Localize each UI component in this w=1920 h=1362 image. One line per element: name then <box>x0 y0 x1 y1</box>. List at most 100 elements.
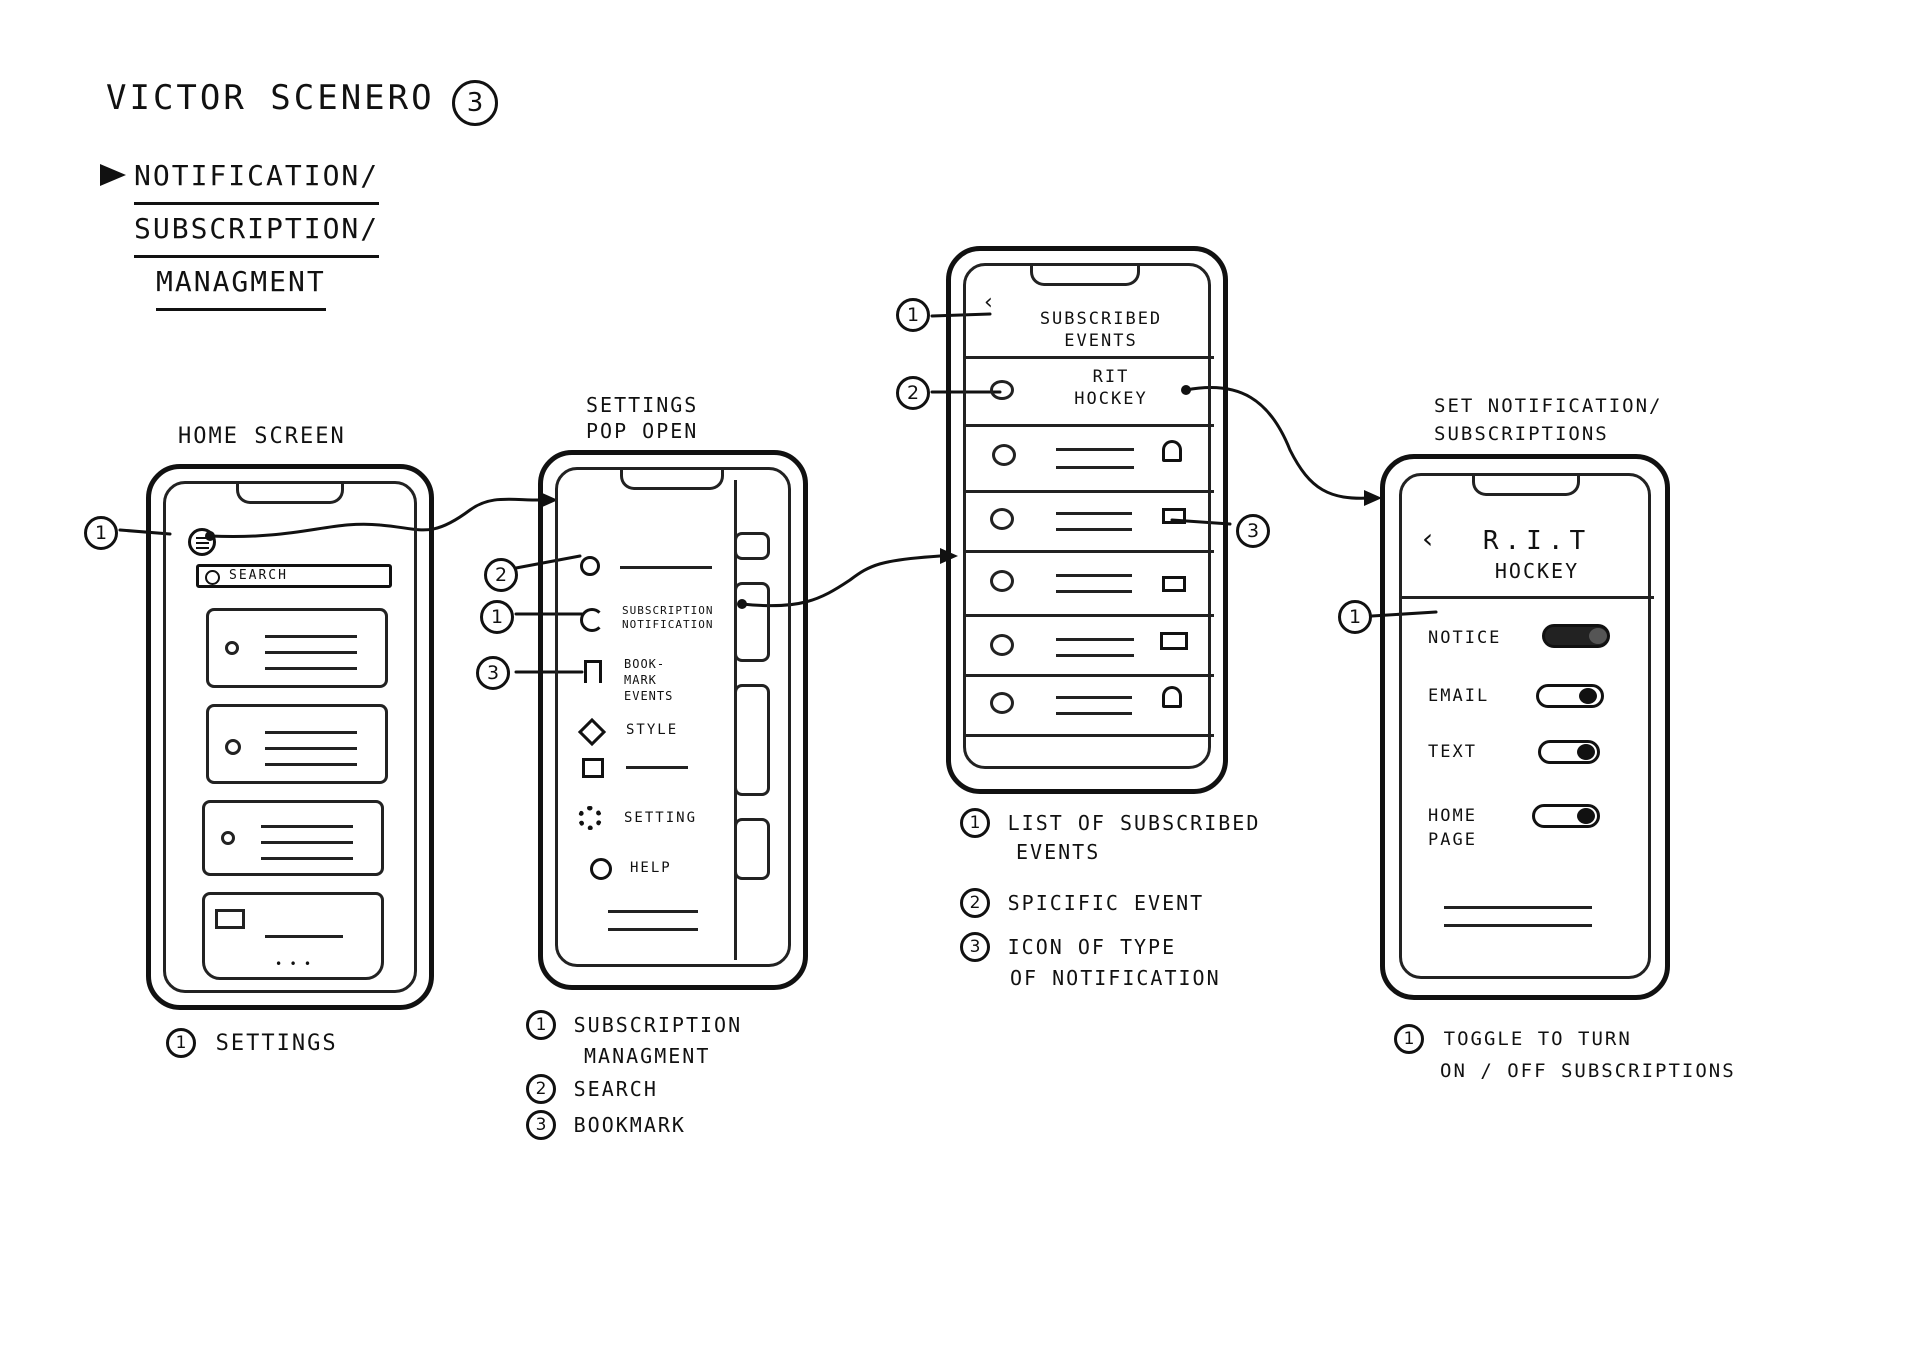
subtitle-block: NOTIFICATION/ SUBSCRIPTION/ MANAGMENT <box>134 152 424 311</box>
bell-icon <box>1162 686 1182 708</box>
notif-callout-1: 1 <box>1338 600 1372 634</box>
home-callout-1: 1 <box>84 516 118 550</box>
style-label: STYLE <box>626 722 679 738</box>
notif-phone-frame: ‹ R.I.T HOCKEY NOTICE EMAIL TEXT HOME PA… <box>1380 454 1670 1000</box>
subtitle-line-3: MANAGMENT <box>156 258 326 311</box>
notif-back-icon[interactable]: ‹ <box>1422 522 1434 555</box>
gear-icon <box>578 806 602 830</box>
home-page-toggle[interactable] <box>1532 804 1600 828</box>
settings-notch <box>620 470 724 490</box>
help-icon <box>590 858 612 880</box>
subscribed-item-3[interactable] <box>966 492 1214 548</box>
search-icon <box>205 570 220 585</box>
notif-notes: 1 TOGGLE TO TURN ON / OFF SUBSCRIPTIONS <box>1394 1024 1736 1082</box>
home-screen: SEARCH • • • <box>163 481 417 993</box>
subscribed-callout-1: 1 <box>896 298 930 332</box>
subtitle-arrow-icon <box>100 164 126 186</box>
subscribed-item-2[interactable] <box>966 426 1214 488</box>
home-card-3[interactable] <box>202 800 384 876</box>
settings-notes: 1 SUBSCRIPTION MANAGMENT 2 SEARCH 3 BOOK… <box>526 1010 742 1140</box>
home-phone-frame: SEARCH • • • <box>146 464 434 1010</box>
title-text: VICTOR SCENERO <box>106 78 435 118</box>
subscribed-item-5[interactable] <box>966 616 1214 672</box>
home-page-label: HOME PAGE <box>1428 806 1477 850</box>
sketch-title: VICTOR SCENERO <box>106 78 435 118</box>
mail-icon <box>1160 632 1188 650</box>
home-note-1-text: SETTINGS <box>215 1030 338 1056</box>
text-label: TEXT <box>1428 742 1477 762</box>
notif-label: SET NOTIFICATION/ SUBSCRIPTIONS <box>1434 395 1663 445</box>
settings-subscription-row[interactable]: SUBSCRIPTION NOTIFICATION <box>572 602 732 642</box>
connector-settings-to-subscribed <box>740 554 942 608</box>
subscribed-item-rit-hockey[interactable]: RIT HOCKEY <box>966 358 1214 422</box>
subtitle-line-2: SUBSCRIPTION/ <box>134 205 380 258</box>
email-toggle[interactable] <box>1536 684 1604 708</box>
home-note-1-num: 1 <box>166 1028 196 1058</box>
home-page-toggle-row[interactable]: HOME PAGE <box>1418 800 1638 858</box>
subscription-icon <box>580 608 604 632</box>
help-label: HELP <box>630 860 672 876</box>
settings-footer-line-2 <box>608 928 698 931</box>
settings-phone-frame: SUBSCRIPTION NOTIFICATION BOOK- MARK EVE… <box>538 450 808 990</box>
home-notch <box>236 484 344 504</box>
text-mail-icon <box>1162 576 1186 592</box>
settings-bg-card-1 <box>734 532 770 560</box>
bookmark-icon <box>584 660 602 683</box>
subscribed-callout-2: 2 <box>896 376 930 410</box>
bell-icon <box>1162 440 1182 462</box>
email-toggle-row[interactable]: EMAIL <box>1418 680 1638 714</box>
subscribed-notch <box>1030 266 1140 286</box>
subscribed-screen: ‹ SUBSCRIBED EVENTS RIT HOCKEY <box>963 263 1214 769</box>
home-card-1[interactable] <box>206 608 388 688</box>
settings-blank-row[interactable] <box>572 756 732 780</box>
square-icon <box>582 758 604 778</box>
settings-setting-row[interactable]: SETTING <box>572 802 732 838</box>
subscribed-back-icon[interactable]: ‹ <box>984 290 993 315</box>
settings-screen: SUBSCRIPTION NOTIFICATION BOOK- MARK EVE… <box>555 467 791 967</box>
home-card-2[interactable] <box>206 704 388 784</box>
settings-search-row[interactable] <box>572 552 732 580</box>
settings-callout-1: 1 <box>480 600 514 634</box>
home-menu-icon[interactable] <box>188 528 216 556</box>
home-search-bar[interactable]: SEARCH <box>196 564 392 588</box>
subscribed-item-6[interactable] <box>966 676 1214 732</box>
notif-title: R.I.T HOCKEY <box>1482 526 1592 583</box>
settings-style-row[interactable]: STYLE <box>572 717 732 747</box>
subscribed-notes: 1 LIST OF SUBSCRIBED EVENTS 2 SPICIFIC E… <box>960 808 1260 990</box>
settings-bg-card-4 <box>734 818 770 880</box>
email-label: EMAIL <box>1428 686 1490 706</box>
notice-toggle[interactable] <box>1542 624 1610 648</box>
settings-search-icon <box>580 556 600 576</box>
connector-home-to-settings <box>208 497 542 539</box>
subscription-label-2: NOTIFICATION <box>622 618 714 631</box>
settings-bookmark-row[interactable]: BOOK- MARK EVENTS <box>572 656 732 712</box>
settings-callout-2: 2 <box>484 558 518 592</box>
settings-label: SETTINGS POP OPEN <box>586 393 699 443</box>
subtitle-line-1: NOTIFICATION/ <box>134 152 380 205</box>
settings-bg-card-3 <box>734 684 770 796</box>
notice-label: NOTICE <box>1428 628 1502 648</box>
subscribed-header-divider <box>966 356 1214 359</box>
settings-callout-3: 3 <box>476 656 510 690</box>
setting-label: SETTING <box>624 810 698 826</box>
notif-notch <box>1472 476 1580 496</box>
subscribed-callout-3: 3 <box>1236 514 1270 548</box>
settings-footer-line-1 <box>608 910 698 913</box>
notice-toggle-row[interactable]: NOTICE <box>1418 622 1638 656</box>
text-toggle[interactable] <box>1538 740 1600 764</box>
mail-icon <box>1162 508 1186 524</box>
layers-icon <box>577 717 607 747</box>
home-search-text: SEARCH <box>229 568 288 583</box>
settings-bg-card-2 <box>734 582 770 662</box>
notif-footer-line-2 <box>1444 924 1592 927</box>
subscribed-item-4[interactable] <box>966 552 1214 612</box>
settings-help-row[interactable]: HELP <box>572 854 732 882</box>
home-card-4[interactable]: • • • <box>202 892 384 980</box>
notif-footer-line-1 <box>1444 906 1592 909</box>
subscription-label-1: SUBSCRIPTION <box>622 604 714 617</box>
subscribed-phone-frame: ‹ SUBSCRIBED EVENTS RIT HOCKEY <box>946 246 1228 794</box>
text-toggle-row[interactable]: TEXT <box>1418 736 1638 770</box>
notif-header-divider <box>1402 596 1654 599</box>
notif-screen: ‹ R.I.T HOCKEY NOTICE EMAIL TEXT HOME PA… <box>1399 473 1654 979</box>
rit-hockey-line-1: RIT <box>1092 367 1130 387</box>
